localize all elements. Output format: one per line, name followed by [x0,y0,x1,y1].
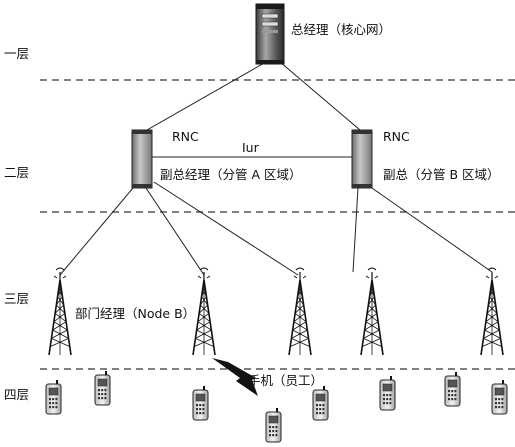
iur-label: Iur [242,140,259,155]
link-rnc-b-nodeb-4 [352,187,359,273]
rnc-b-tag: RNC [383,129,410,144]
core-server-icon [255,3,285,65]
link-core-rnc-a [146,61,267,131]
rnc-a-cabinet-icon [131,129,153,189]
layer-label-3: 三层 [4,291,30,306]
phone-icon [265,408,282,443]
tower-icon [288,267,312,356]
rnc-b-label: 副总（分管 B 区域） [383,167,500,182]
phone-icon [379,376,396,411]
tower-icon [360,267,384,356]
tower-icon [48,267,72,356]
node-b-towers [48,267,504,356]
node-b-label: 部门经理（Node B） [75,306,196,321]
core-label: 总经理（核心网） [291,22,392,37]
tower-icon [192,267,216,356]
link-rnc-a-nodeb-3 [153,181,299,276]
tower-icon [480,267,504,356]
rnc-b-cabinet-icon [351,129,373,189]
link-rnc-b-nodeb-5 [371,187,493,273]
wireless-link-icon [212,358,258,396]
connection-lines [59,61,493,276]
rnc-a-label: 副总经理（分管 A 区域） [160,167,302,182]
phone-icon [192,386,209,421]
phone-icon [94,371,111,406]
link-rnc-a-nodeb-2 [145,187,205,276]
phone-icon [491,380,508,415]
phone-icon [312,386,329,421]
link-core-rnc-b [279,61,361,131]
handset-label: 手机（员工） [248,373,324,388]
layer-label-1: 一层 [4,46,30,61]
layer-label-4: 四层 [4,387,30,402]
phone-icon [45,380,62,415]
handsets [45,371,508,443]
layer-label-2: 二层 [4,165,30,180]
rnc-a-tag: RNC [172,129,199,144]
link-rnc-a-nodeb-1 [59,187,134,276]
phone-icon [444,372,461,407]
